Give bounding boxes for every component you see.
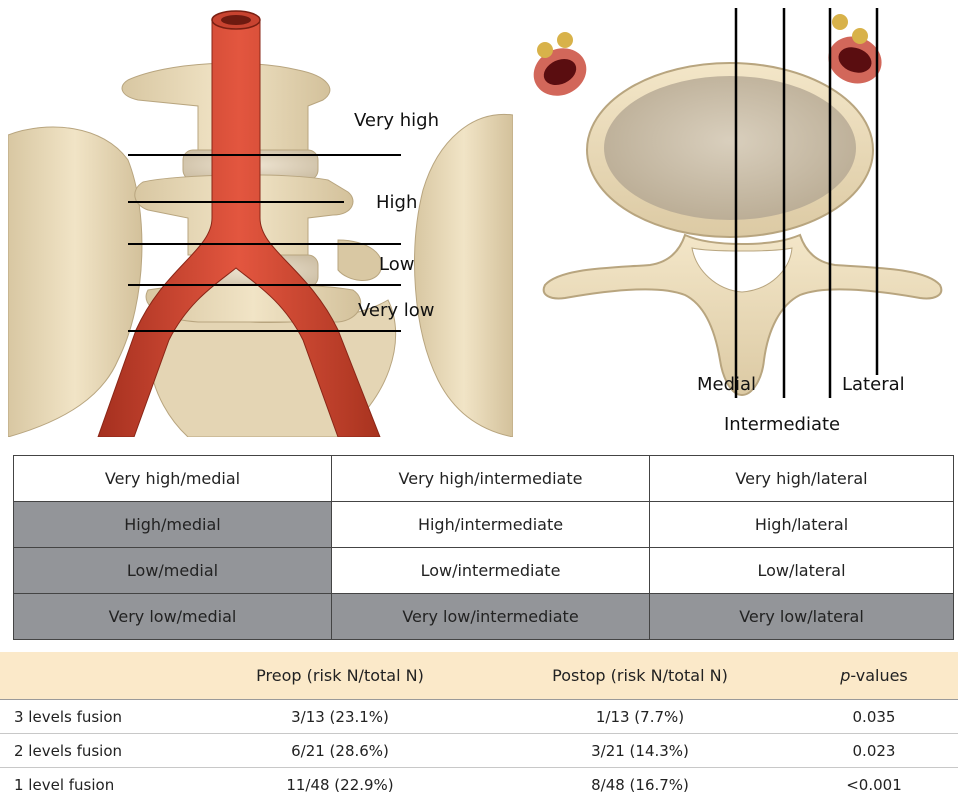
label-very-low: Very low bbox=[358, 300, 435, 321]
zone-row: Very high/medial Very high/intermediate … bbox=[14, 456, 954, 502]
table-row: 3 levels fusion 3/13 (23.1%) 1/13 (7.7%)… bbox=[0, 700, 958, 734]
header-preop: Preop (risk N/total N) bbox=[190, 652, 490, 700]
row-p-value: 0.035 bbox=[790, 700, 958, 734]
row-label: 1 level fusion bbox=[0, 768, 190, 801]
zone-cell: High/lateral bbox=[650, 502, 954, 548]
zone-cell: Very high/intermediate bbox=[332, 456, 650, 502]
row-preop: 6/21 (28.6%) bbox=[190, 734, 490, 768]
zone-cell: Very low/lateral bbox=[650, 594, 954, 640]
label-high: High bbox=[376, 192, 417, 213]
label-medial: Medial bbox=[697, 374, 756, 395]
zone-row: High/medial High/intermediate High/later… bbox=[14, 502, 954, 548]
label-low: Low bbox=[379, 254, 414, 275]
vertebra-axial-illustration: Medial Intermediate Lateral bbox=[520, 0, 958, 437]
zone-cell: High/intermediate bbox=[332, 502, 650, 548]
zone-cell: High/medial bbox=[14, 502, 332, 548]
row-label: 3 levels fusion bbox=[0, 700, 190, 734]
zone-cell: Very low/medial bbox=[14, 594, 332, 640]
row-postop: 8/48 (16.7%) bbox=[490, 768, 790, 801]
header-postop: Postop (risk N/total N) bbox=[490, 652, 790, 700]
zone-cell: Low/lateral bbox=[650, 548, 954, 594]
results-table: Preop (risk N/total N) Postop (risk N/to… bbox=[0, 652, 958, 801]
label-intermediate: Intermediate bbox=[724, 414, 840, 435]
zone-cell: Very low/intermediate bbox=[332, 594, 650, 640]
row-preop: 11/48 (22.9%) bbox=[190, 768, 490, 801]
zone-row: Very low/medial Very low/intermediate Ve… bbox=[14, 594, 954, 640]
row-postop: 1/13 (7.7%) bbox=[490, 700, 790, 734]
zone-row: Low/medial Low/intermediate Low/lateral bbox=[14, 548, 954, 594]
label-lateral: Lateral bbox=[842, 374, 905, 395]
header-p-italic: p bbox=[840, 666, 850, 685]
header-label bbox=[0, 652, 190, 700]
spine-coronal-illustration: Very high High Low Very low bbox=[8, 0, 513, 437]
zone-cell: Low/medial bbox=[14, 548, 332, 594]
row-p-value: <0.001 bbox=[790, 768, 958, 801]
label-very-high: Very high bbox=[354, 110, 439, 131]
table-row: 1 level fusion 11/48 (22.9%) 8/48 (16.7%… bbox=[0, 768, 958, 801]
zone-cell: Low/intermediate bbox=[332, 548, 650, 594]
vertebral-body-cancellous bbox=[604, 76, 856, 220]
header-p-rest: -values bbox=[850, 666, 907, 685]
row-p-value: 0.023 bbox=[790, 734, 958, 768]
zone-grid: Very high/medial Very high/intermediate … bbox=[13, 455, 954, 640]
row-preop: 3/13 (23.1%) bbox=[190, 700, 490, 734]
results-header-row: Preop (risk N/total N) Postop (risk N/to… bbox=[0, 652, 958, 700]
row-label: 2 levels fusion bbox=[0, 734, 190, 768]
zone-cell: Very high/lateral bbox=[650, 456, 954, 502]
zone-cell: Very high/medial bbox=[14, 456, 332, 502]
header-p-values: p-values bbox=[790, 652, 958, 700]
table-row: 2 levels fusion 6/21 (28.6%) 3/21 (14.3%… bbox=[0, 734, 958, 768]
row-postop: 3/21 (14.3%) bbox=[490, 734, 790, 768]
